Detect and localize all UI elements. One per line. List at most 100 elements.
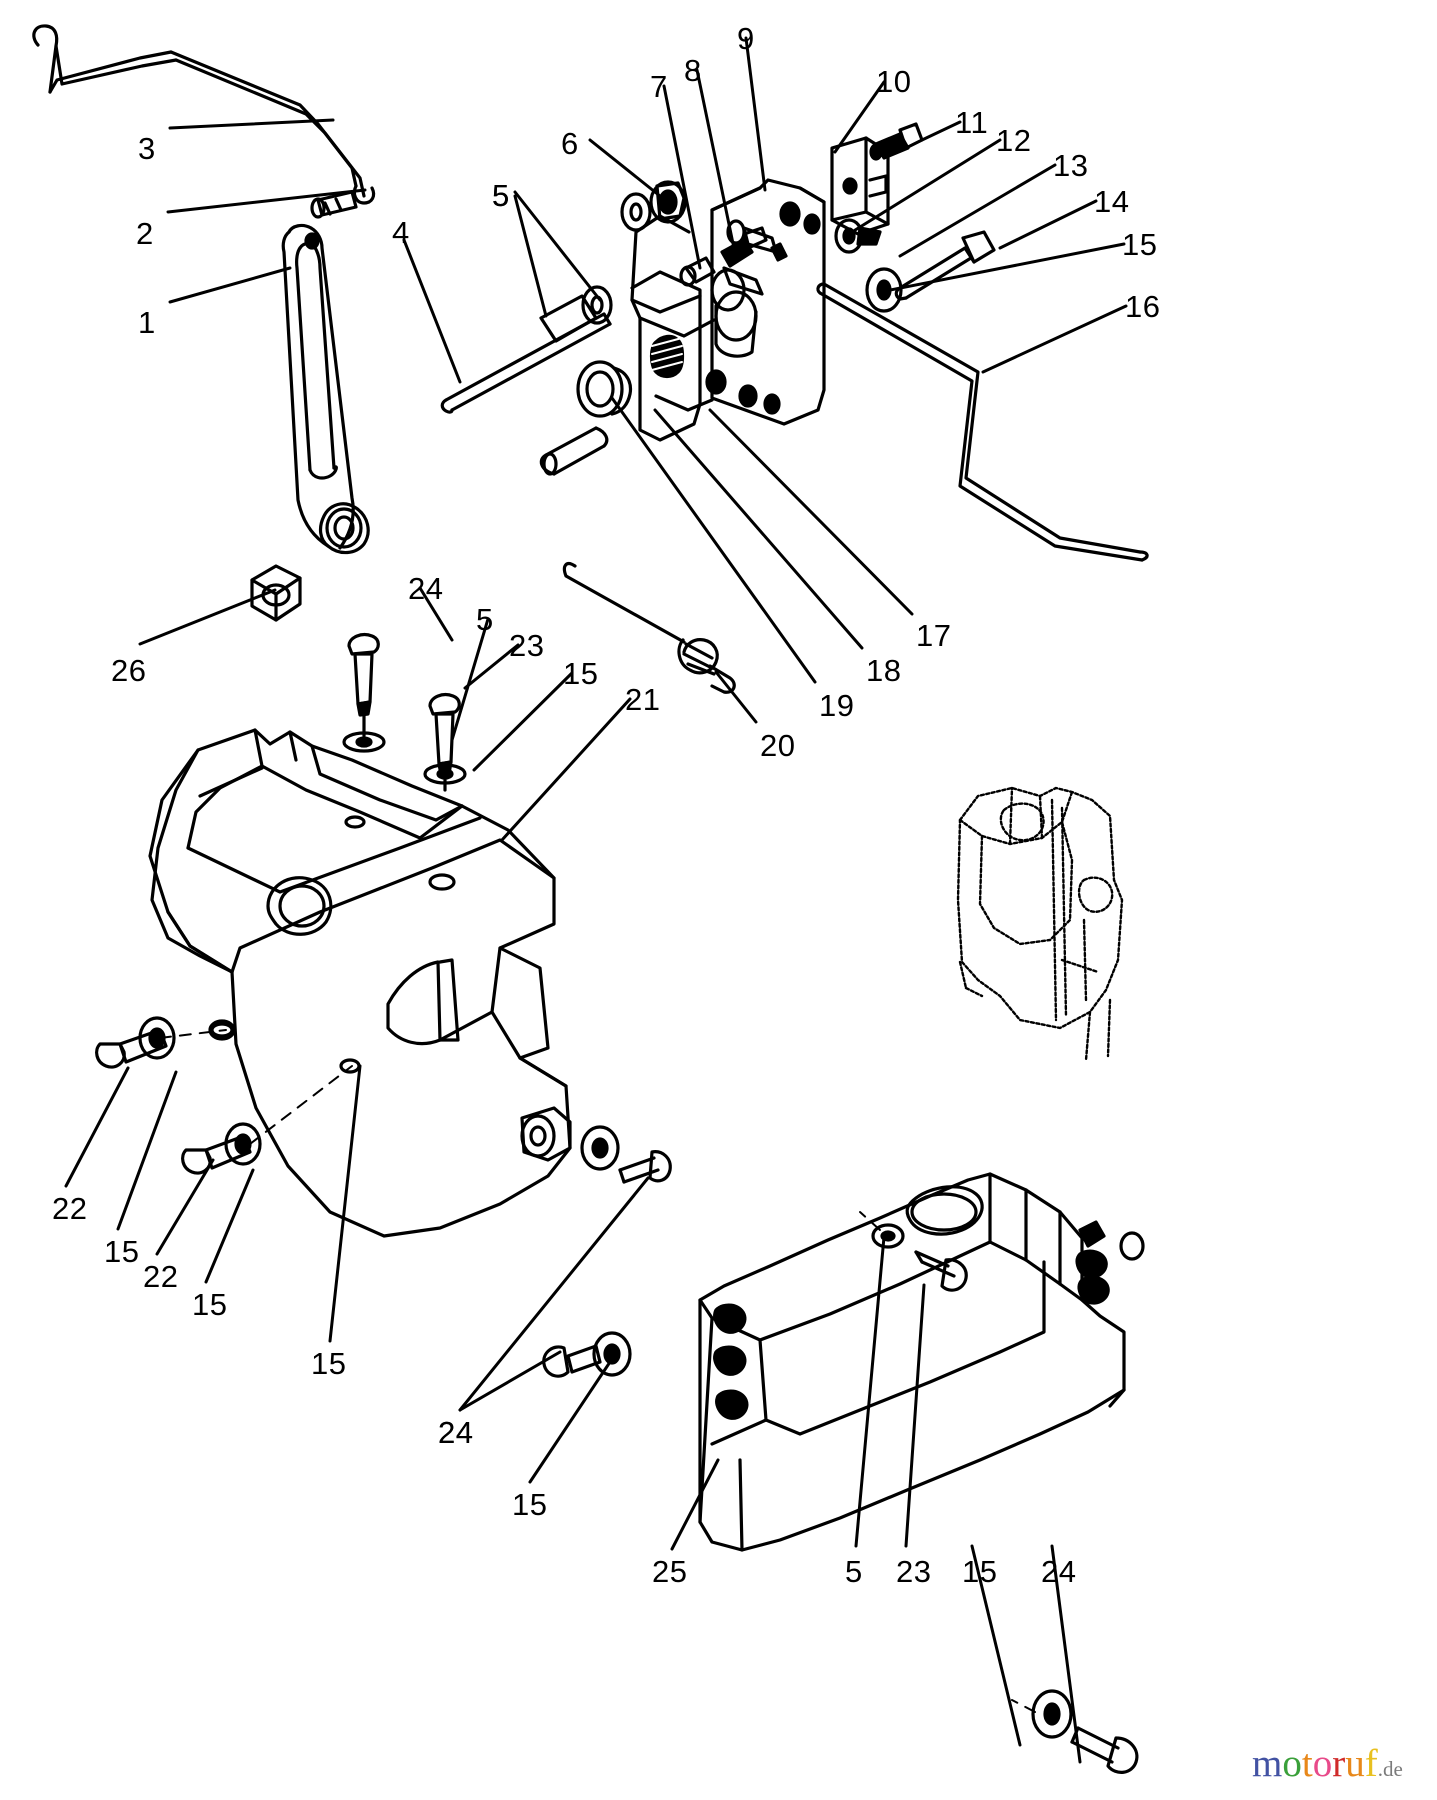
watermark-letter: u — [1345, 1742, 1365, 1785]
leader-line-16 — [981, 304, 1128, 374]
callout-number-15: 15 — [512, 1487, 548, 1522]
leader-line-15 — [472, 671, 574, 772]
callout-number-5: 5 — [492, 178, 510, 213]
leader-line-25 — [670, 1458, 720, 1551]
callout-number-11: 11 — [955, 105, 989, 140]
callout-number-5: 5 — [476, 602, 494, 637]
leader-line-5 — [450, 617, 490, 742]
part-spacer-20 — [539, 426, 609, 476]
leader-line-8 — [695, 68, 738, 260]
leader-line-11 — [920, 120, 962, 142]
watermark-suffix: .de — [1377, 1757, 1403, 1781]
part-washer-5d — [871, 1223, 905, 1249]
callout-number-24: 24 — [1041, 1554, 1077, 1589]
callout-number-8: 8 — [684, 53, 702, 88]
callout-number-24: 24 — [408, 571, 444, 606]
leader-line-23 — [463, 643, 520, 690]
callout-number-18: 18 — [866, 653, 902, 688]
part-bracket-plate-9 — [630, 178, 826, 442]
callout-number-24: 24 — [438, 1415, 474, 1450]
callout-number-1: 1 — [138, 305, 156, 340]
leader-line-21 — [500, 697, 632, 842]
callout-number-6: 6 — [561, 126, 579, 161]
callout-number-15: 15 — [311, 1346, 347, 1381]
callout-number-15: 15 — [104, 1234, 140, 1269]
leader-line-5 — [854, 1235, 886, 1548]
leader-line-14 — [998, 199, 1098, 250]
part-washer-15b — [423, 763, 467, 785]
leader-line-10 — [833, 80, 886, 154]
callout-number-14: 14 — [1094, 184, 1130, 219]
part-bolt-11 — [869, 122, 924, 161]
leader-line-13 — [898, 163, 1057, 258]
leader-line-15 — [528, 1348, 620, 1484]
watermark-letter: o — [1282, 1742, 1302, 1785]
watermark-motoruf: motoruf.de — [1252, 1744, 1403, 1783]
leader-line-20 — [714, 670, 758, 724]
leader-line-17 — [708, 408, 914, 616]
callout-number-19: 19 — [819, 688, 855, 723]
leader-line-18 — [653, 408, 864, 650]
callout-number-4: 4 — [392, 215, 410, 250]
leader-line-22 — [155, 1158, 215, 1256]
part-bolt-24a — [347, 633, 380, 738]
callout-number-7: 7 — [650, 69, 668, 104]
leader-line-15 — [970, 1544, 1022, 1747]
leader-line-15 — [328, 1064, 362, 1343]
part-washer-15f — [580, 1125, 620, 1171]
part-rod-3 — [32, 24, 376, 205]
part-shaft-4 — [440, 294, 612, 414]
part-bolt-24c — [542, 1344, 602, 1378]
leader-line-4 — [402, 238, 462, 384]
callout-number-13: 13 — [1053, 148, 1089, 183]
part-cover-21 — [148, 728, 572, 1238]
part-bracket-tab-17 — [654, 394, 714, 412]
leader-line-1 — [168, 266, 292, 304]
part-bolt-22a — [95, 1028, 168, 1069]
part-ferrule-2 — [310, 190, 358, 219]
callout-number-23: 23 — [509, 628, 545, 663]
watermark-letter: o — [1312, 1742, 1333, 1785]
leader-line-24 — [418, 586, 454, 642]
callout-number-5: 5 — [492, 178, 510, 213]
callout-number-15: 15 — [962, 1554, 998, 1589]
callout-number-12: 12 — [996, 123, 1032, 158]
part-washer-15g — [592, 1331, 632, 1377]
leader-line-9 — [744, 36, 767, 192]
leader-line-5 — [513, 194, 548, 318]
callout-number-9: 9 — [737, 21, 755, 56]
callout-number-15: 15 — [1122, 227, 1158, 262]
part-washer-15h — [1031, 1689, 1073, 1739]
leader-line-12 — [850, 138, 1002, 234]
part-lever-arm-1 — [281, 223, 370, 555]
detail-inset-illustration — [956, 786, 1124, 1062]
part-angle-bracket-10 — [830, 136, 890, 236]
callout-number-26: 26 — [111, 653, 147, 688]
callout-number-20: 20 — [760, 728, 796, 763]
part-washer-15d — [224, 1122, 262, 1166]
part-clip-12 — [834, 218, 882, 254]
leader-line-7 — [662, 84, 702, 270]
part-spring-coil-20 — [562, 562, 736, 694]
part-nut-6 — [649, 180, 687, 224]
leader-line-2 — [166, 188, 367, 214]
leader-line-15 — [878, 242, 1126, 294]
watermark-letter: t — [1301, 1742, 1313, 1785]
callout-number-24: 24 — [438, 1415, 474, 1450]
leader-line-24 — [1050, 1544, 1082, 1764]
part-spring-18 — [649, 334, 685, 379]
leader-line-24 — [458, 1176, 650, 1412]
part-washer-15c — [138, 1016, 176, 1060]
callout-number-25: 25 — [652, 1554, 688, 1589]
leader-line-15 — [116, 1070, 178, 1231]
callout-number-5: 5 — [845, 1554, 863, 1589]
leader-line-6 — [588, 138, 667, 202]
callout-number-10: 10 — [876, 64, 912, 99]
leader-line-3 — [168, 118, 335, 130]
watermark-letter: f — [1364, 1742, 1378, 1785]
part-bolt-22b — [181, 1134, 252, 1175]
watermark-letter: r — [1332, 1742, 1346, 1785]
callout-number-15: 15 — [563, 656, 599, 691]
